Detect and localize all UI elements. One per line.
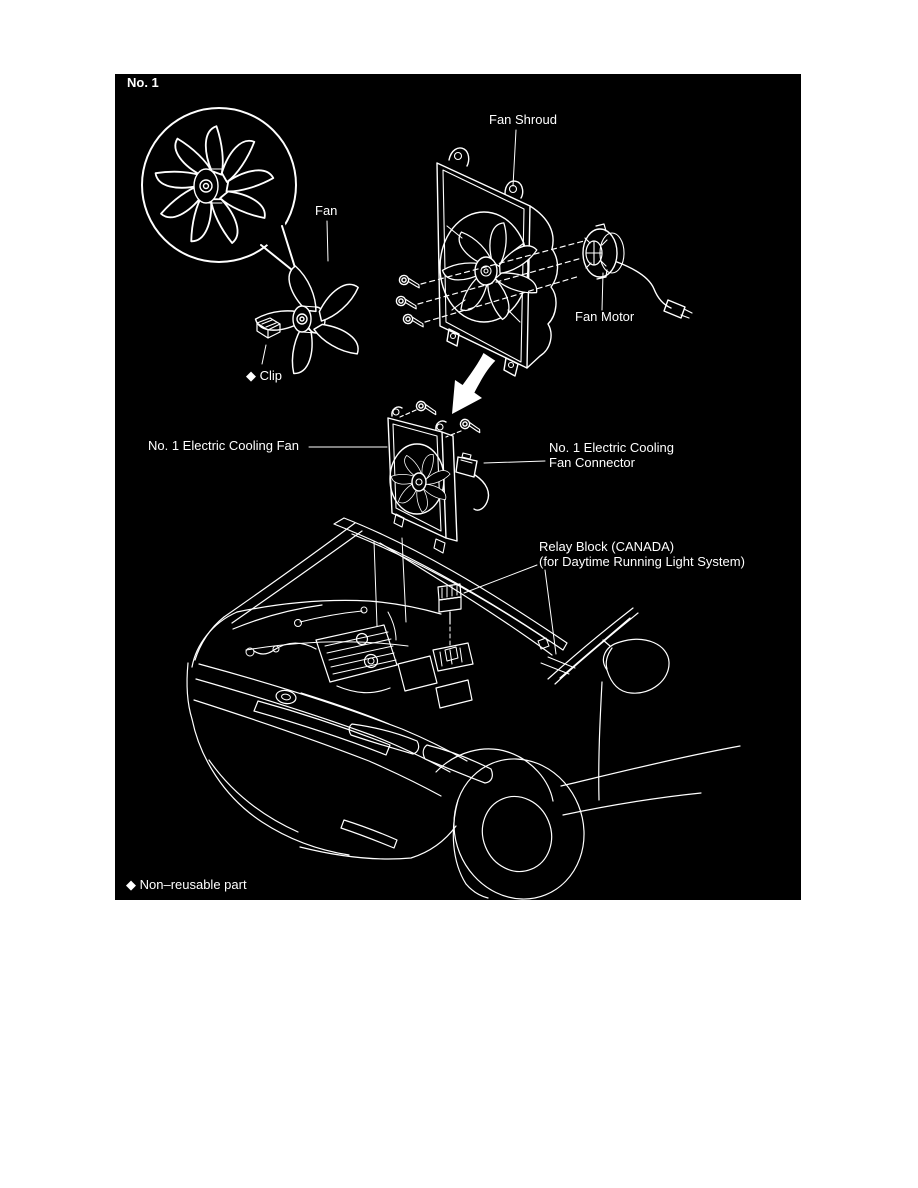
no1-fan-connector-label-line2: Fan Connector <box>549 455 635 470</box>
no1-fan-connector-label: No. 1 Electric Cooling Fan Connector <box>549 440 674 470</box>
fan-label: Fan <box>315 203 338 218</box>
no1-electric-cooling-fan-label: No. 1 Electric Cooling Fan <box>148 438 300 453</box>
relay-block-label: Relay Block (CANADA) (for Daytime Runnin… <box>539 539 745 569</box>
diagram-panel <box>115 74 801 900</box>
non-reusable-footnote: ◆ Non–reusable part <box>126 877 247 892</box>
relay-block-label-line2: (for Daytime Running Light System) <box>539 554 745 569</box>
clip-label: ◆ Clip <box>246 368 283 383</box>
relay-block-label-line1: Relay Block (CANADA) <box>539 539 675 554</box>
fan-shroud-label: Fan Shroud <box>489 112 557 127</box>
fan-motor-label: Fan Motor <box>575 309 635 324</box>
panel-number-label: No. 1 <box>127 75 159 90</box>
no1-fan-connector-label-line1: No. 1 Electric Cooling <box>549 440 674 455</box>
